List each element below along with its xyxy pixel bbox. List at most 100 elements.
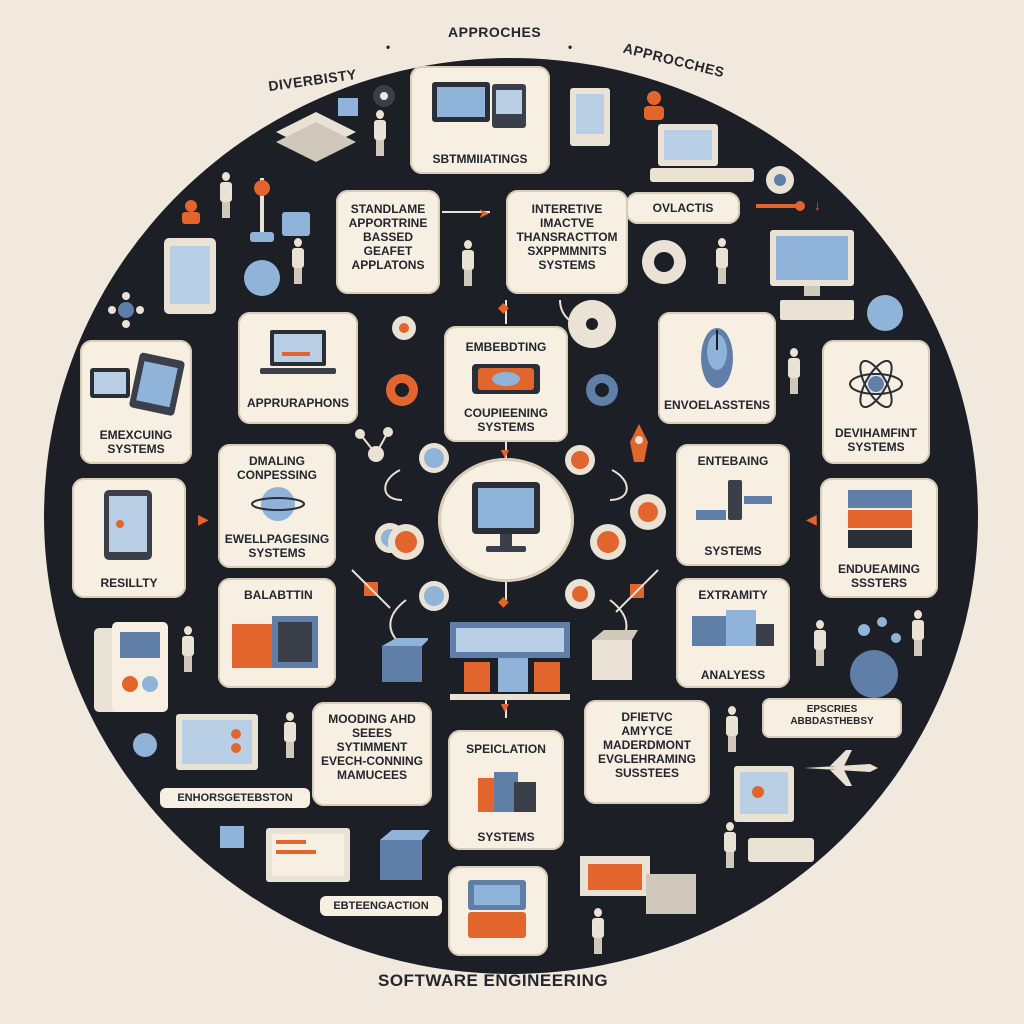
dial-icon — [630, 494, 666, 530]
dial-icon — [388, 524, 424, 560]
server-stack-icon — [468, 880, 526, 938]
label-ebteengaction[interactable]: EBTEENGACTION — [320, 896, 442, 916]
person-figure-icon — [910, 610, 926, 656]
card-label: BALABTTIN — [244, 588, 313, 602]
label-enhorsgetebston[interactable]: ENHORSGETEBSTON — [160, 788, 310, 808]
card-envoelasstens[interactable]: ENVOELASSTENS — [658, 312, 776, 424]
card-label: COUPIEENING SYSTEMS — [463, 406, 548, 434]
card-interetive[interactable]: INTERETIVE IMACTVE THANSRACTTOM SXPPMMNI… — [506, 190, 628, 294]
dial-icon — [590, 524, 626, 560]
gear-icon — [386, 374, 418, 406]
embedded-device-icon — [472, 364, 540, 394]
arrow-down-icon: ◆ — [498, 299, 509, 315]
person-figure-icon — [180, 626, 196, 672]
atom-icon — [849, 359, 903, 409]
person-figure-icon — [786, 348, 802, 394]
card-dmaling[interactable]: DMALING CONPESSING EWELLPAGESING SYSTEMS — [218, 444, 336, 568]
sunburst-icon — [392, 316, 416, 340]
pen-icon — [756, 201, 805, 211]
card-label: EXTRAMITY — [698, 588, 768, 602]
globe-icon — [850, 617, 901, 698]
satellite-icon — [615, 569, 659, 613]
computer-monitor-icon — [472, 482, 540, 552]
rocket-icon — [630, 424, 648, 462]
person-figure-icon — [714, 238, 730, 284]
header-dot: • — [386, 40, 391, 54]
globe-icon — [244, 260, 280, 296]
gear-icon — [586, 374, 618, 406]
card-embebdting[interactable]: EMBEBDTING COUPIEENING SYSTEMS — [444, 326, 568, 442]
desktop-computer-icon — [176, 714, 258, 770]
card-speiclation[interactable]: SPEICLATION SYSTEMS — [448, 730, 564, 850]
card-label: DMALING CONPESSING — [236, 454, 317, 482]
arrow-right-icon: ▶ — [198, 511, 209, 527]
card-icon — [282, 212, 310, 236]
card-label: SYSTEMS — [477, 830, 535, 844]
arrow-up-icon: ◆ — [498, 593, 509, 609]
globe-icon — [419, 581, 449, 611]
card-dfietvc[interactable]: DFIETVC AMYYCE MADERDMONT EVGLEHRAMING S… — [584, 700, 710, 804]
satellite-icon — [351, 569, 391, 609]
cube-icon — [382, 638, 428, 682]
laptop-icon — [260, 330, 336, 374]
tablet-icon — [164, 238, 216, 314]
card-label: EMBEBDTING — [465, 340, 547, 354]
card-epscries[interactable]: EPSCRIES ABBDASTHEBSY — [762, 698, 902, 738]
center-hub[interactable] — [438, 458, 574, 582]
webcam-icon — [766, 166, 794, 194]
disc-icon — [568, 300, 616, 348]
card-extramity[interactable]: EXTRAMITY ANALYESS — [676, 578, 790, 688]
card-devihamfint[interactable]: DEVIHAMFINT SYSTEMS — [822, 340, 930, 464]
card-label: MOODING AHD SEEES SYTIMMENT EVECH-CONNIN… — [320, 712, 423, 782]
person-figure-icon — [460, 240, 476, 286]
tablet-icon — [90, 352, 185, 416]
card-sbtmmilating[interactable]: SBTMMIIATINGS — [410, 66, 550, 174]
card-label: SBTMMIIATINGS — [432, 152, 528, 166]
card-emexcuing[interactable]: EMEXCUING SYSTEMS — [80, 340, 192, 464]
cube-icon — [220, 826, 244, 848]
card-balabttin[interactable]: BALABTTIN — [218, 578, 336, 688]
data-blocks-icon — [692, 610, 774, 646]
card-label: ENTEBAING — [697, 454, 769, 468]
arrow-down-icon: ▼ — [498, 699, 512, 715]
card-standlame[interactable]: STANDLAME APPORTRINE BASSED GEAFET APPLA… — [336, 190, 440, 294]
person-figure-icon — [372, 110, 388, 156]
globe-icon — [419, 443, 449, 473]
arrow-down-icon: ↓ — [814, 197, 821, 213]
laptop-icon — [650, 124, 754, 182]
card-ovlactis[interactable]: OVLACTIS — [626, 192, 740, 224]
cube-icon — [338, 98, 358, 116]
arrow-left-icon: ◀ — [806, 511, 817, 527]
header-dot: • — [568, 40, 573, 54]
card-label: DEVIHAMFINT SYSTEMS — [835, 426, 917, 454]
server-rack-icon — [848, 490, 912, 548]
card-bottom-device[interactable] — [448, 866, 548, 956]
card-entebaing[interactable]: ENTEBAING SYSTEMS — [676, 444, 790, 566]
dial-icon — [565, 445, 595, 475]
arrow-right-icon: ➤ — [478, 205, 490, 221]
globe-icon — [251, 487, 305, 521]
computer-monitor-icon — [432, 82, 526, 128]
card-mooding[interactable]: MOODING AHD SEEES SYTIMMENT EVECH-CONNIN… — [312, 702, 432, 806]
card-appruraphons[interactable]: APPRURAPHONS — [238, 312, 358, 424]
card-label: ENDUEAMING SSSTERS — [837, 562, 920, 590]
arrow-down-icon: ▼ — [498, 445, 512, 461]
network-node-icon — [108, 292, 144, 328]
card-resility[interactable]: RESILLTY — [72, 478, 186, 598]
card-label: OVLACTIS — [652, 201, 714, 215]
card-endueaming[interactable]: ENDUEAMING SSSTERS — [820, 478, 938, 598]
badge-icon — [133, 733, 157, 757]
person-figure-icon — [724, 706, 740, 752]
molecule-icon — [355, 427, 393, 462]
dial-icon — [565, 579, 595, 609]
card-label: STANDLAME APPORTRINE BASSED GEAFET APPLA… — [348, 202, 428, 272]
server-stack-icon — [478, 772, 536, 812]
card-label: EMEXCUING SYSTEMS — [99, 428, 173, 456]
phone-card-icon — [94, 622, 168, 712]
monitor-hand-icon — [266, 828, 350, 882]
lab-stand-icon — [250, 178, 274, 242]
card-label: SPEICLATION — [466, 742, 546, 756]
header-top-center: APPROCHES — [448, 24, 542, 40]
globe-icon — [867, 295, 903, 331]
